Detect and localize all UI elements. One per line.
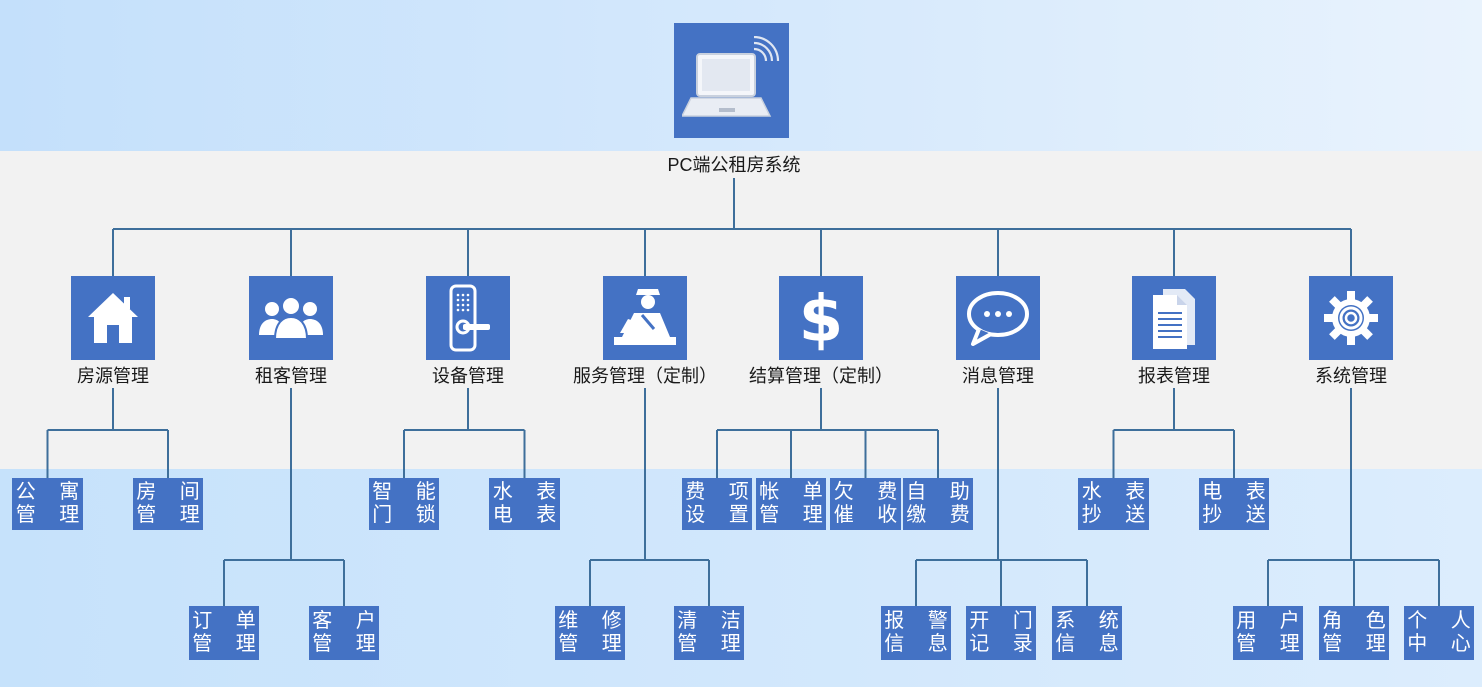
module-label: 服务管理（定制） xyxy=(573,366,717,386)
leaf-text-line: 门 锁 xyxy=(372,504,445,526)
leaf-text-line: 个 人 xyxy=(1407,610,1480,632)
leaf-text-line: 系 统 xyxy=(1055,610,1128,632)
leaf-text-line: 电 表 xyxy=(1202,481,1275,503)
module-label: 租客管理 xyxy=(255,366,327,386)
leaf-text-line: 管 理 xyxy=(192,633,265,655)
module-label: 报表管理 xyxy=(1138,366,1210,386)
leaf-node: 维 修管 理 xyxy=(555,606,625,660)
leaf-text-line: 公 寓 xyxy=(15,481,89,503)
leaf-node: 开 门记 录 xyxy=(966,606,1036,660)
module-house-node xyxy=(71,276,155,360)
leaf-node: 用 户管 理 xyxy=(1233,606,1303,660)
leaf-text-line: 抄 送 xyxy=(1202,504,1275,526)
document-icon xyxy=(1149,285,1199,351)
module-label: 结算管理（定制） xyxy=(749,366,893,386)
module-device-node xyxy=(426,276,510,360)
chat-bubble-icon xyxy=(965,289,1031,347)
leaf-text-line: 电 表 xyxy=(492,504,566,526)
leaf-text-line: 客 户 xyxy=(312,610,385,632)
dollar-icon: $ xyxy=(796,283,846,353)
root-label: PC端公租房系统 xyxy=(667,155,801,175)
laptop-wifi-icon xyxy=(681,35,779,117)
leaf-text-line: 信 息 xyxy=(1055,633,1128,655)
root-node xyxy=(674,23,789,138)
leaf-node: 水 表抄 送 xyxy=(1078,478,1149,530)
leaf-text-line: 催 收 xyxy=(833,504,907,526)
leaf-node: 角 色管 理 xyxy=(1319,606,1389,660)
leaf-text-line: 管 理 xyxy=(677,633,750,655)
leaf-text-line: 信 息 xyxy=(884,633,957,655)
service-person-icon xyxy=(612,285,678,351)
leaf-node: 费 项设 置 xyxy=(682,478,752,530)
leaf-text-line: 管 理 xyxy=(1236,633,1309,655)
leaf-text-line: 智 能 xyxy=(372,481,445,503)
house-icon xyxy=(84,289,142,347)
leaf-node: 智 能门 锁 xyxy=(369,478,439,530)
leaf-text-line: 管 理 xyxy=(759,504,832,526)
leaf-text-line: 报 警 xyxy=(884,610,957,632)
leaf-node: 报 警信 息 xyxy=(881,606,951,660)
module-settle-node: $ xyxy=(779,276,863,360)
leaf-node: 个 人中 心 xyxy=(1404,606,1474,660)
smart-lock-icon xyxy=(443,283,493,353)
leaf-text-line: 水 表 xyxy=(1081,481,1155,503)
leaf-text-line: 帐 单 xyxy=(759,481,832,503)
leaf-text-line: 维 修 xyxy=(558,610,631,632)
module-service-node xyxy=(603,276,687,360)
leaf-text-line: 开 门 xyxy=(969,610,1042,632)
users-icon xyxy=(258,293,324,343)
leaf-text-line: 水 表 xyxy=(492,481,566,503)
leaf-text-line: 用 户 xyxy=(1236,610,1309,632)
leaf-text-line: 清 洁 xyxy=(677,610,750,632)
module-label: 设备管理 xyxy=(432,366,504,386)
leaf-node: 订 单管 理 xyxy=(189,606,259,660)
leaf-text-line: 中 心 xyxy=(1407,633,1480,655)
module-label: 房源管理 xyxy=(77,366,149,386)
leaf-text-line: 角 色 xyxy=(1322,610,1395,632)
leaf-node: 水 表电 表 xyxy=(489,478,560,530)
leaf-text-line: 费 项 xyxy=(685,481,758,503)
module-system-node xyxy=(1309,276,1393,360)
svg-text:$: $ xyxy=(799,283,844,353)
leaf-text-line: 管 理 xyxy=(312,633,385,655)
leaf-text-line: 自 助 xyxy=(906,481,979,503)
leaf-node: 公 寓管 理 xyxy=(12,478,83,530)
leaf-node: 清 洁管 理 xyxy=(674,606,744,660)
middle-band xyxy=(0,151,1482,469)
leaf-text-line: 设 置 xyxy=(685,504,758,526)
leaf-text-line: 缴 费 xyxy=(906,504,979,526)
module-tenant-node xyxy=(249,276,333,360)
leaf-text-line: 记 录 xyxy=(969,633,1042,655)
leaf-text-line: 订 单 xyxy=(192,610,265,632)
leaf-node: 电 表抄 送 xyxy=(1199,478,1269,530)
module-message-node xyxy=(956,276,1040,360)
leaf-text-line: 抄 送 xyxy=(1081,504,1155,526)
module-label: 系统管理 xyxy=(1315,366,1387,386)
leaf-text-line: 管 理 xyxy=(15,504,89,526)
leaf-node: 欠 费催 收 xyxy=(830,478,901,530)
leaf-node: 帐 单管 理 xyxy=(756,478,826,530)
leaf-node: 自 助缴 费 xyxy=(903,478,973,530)
leaf-text-line: 管 理 xyxy=(136,504,209,526)
leaf-node: 客 户管 理 xyxy=(309,606,379,660)
leaf-node: 系 统信 息 xyxy=(1052,606,1122,660)
leaf-text-line: 房 间 xyxy=(136,481,209,503)
leaf-text-line: 管 理 xyxy=(1322,633,1395,655)
leaf-node: 房 间管 理 xyxy=(133,478,203,530)
leaf-text-line: 欠 费 xyxy=(833,481,907,503)
gear-icon xyxy=(1321,288,1381,348)
module-report-node xyxy=(1132,276,1216,360)
leaf-text-line: 管 理 xyxy=(558,633,631,655)
module-label: 消息管理 xyxy=(962,366,1034,386)
